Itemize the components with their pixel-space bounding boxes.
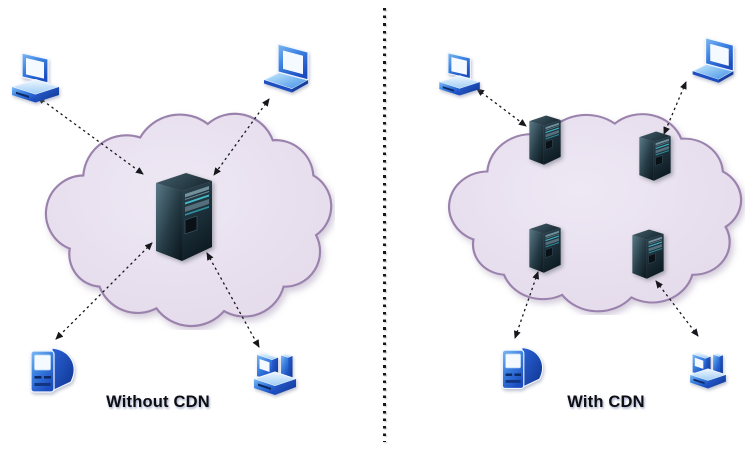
connection-arrow	[55, 242, 153, 340]
connection-arrow	[206, 252, 260, 348]
edge-server-icon	[629, 226, 667, 280]
dotted-divider-line	[383, 8, 386, 442]
internet-cloud	[447, 113, 743, 313]
panel-without-cdn: Without CDN	[0, 0, 333, 411]
laptop-client-icon	[258, 42, 314, 96]
connection-arrow	[476, 88, 527, 127]
connection-arrow	[213, 98, 270, 176]
connection-arrow	[513, 271, 540, 339]
panel-label-without-cdn: Without CDN	[106, 393, 210, 411]
panel-label-with-cdn: With CDN	[567, 393, 645, 411]
edge-server-icon	[526, 112, 564, 166]
client-server-arrows	[37, 96, 270, 348]
panel-with-cdn: With CDN	[375, 0, 750, 456]
desktop-client-icon	[7, 50, 65, 104]
origin-server-icon	[150, 167, 218, 263]
all-in-one-client-icon	[494, 340, 548, 394]
without-cdn-scene	[37, 96, 333, 348]
with-cdn-scene	[447, 81, 743, 339]
edge-server-icon	[636, 128, 674, 182]
laptop-client-icon	[687, 36, 739, 86]
workstation-client-icon	[685, 344, 731, 392]
workstation-client-icon	[248, 343, 302, 399]
desktop-client-icon	[435, 50, 485, 97]
all-in-one-client-icon	[22, 340, 80, 398]
connection-arrow	[663, 81, 687, 135]
edge-server-icon	[526, 220, 564, 274]
connection-arrow	[655, 280, 699, 337]
client-server-arrows	[476, 81, 699, 339]
connection-arrow	[37, 96, 144, 175]
